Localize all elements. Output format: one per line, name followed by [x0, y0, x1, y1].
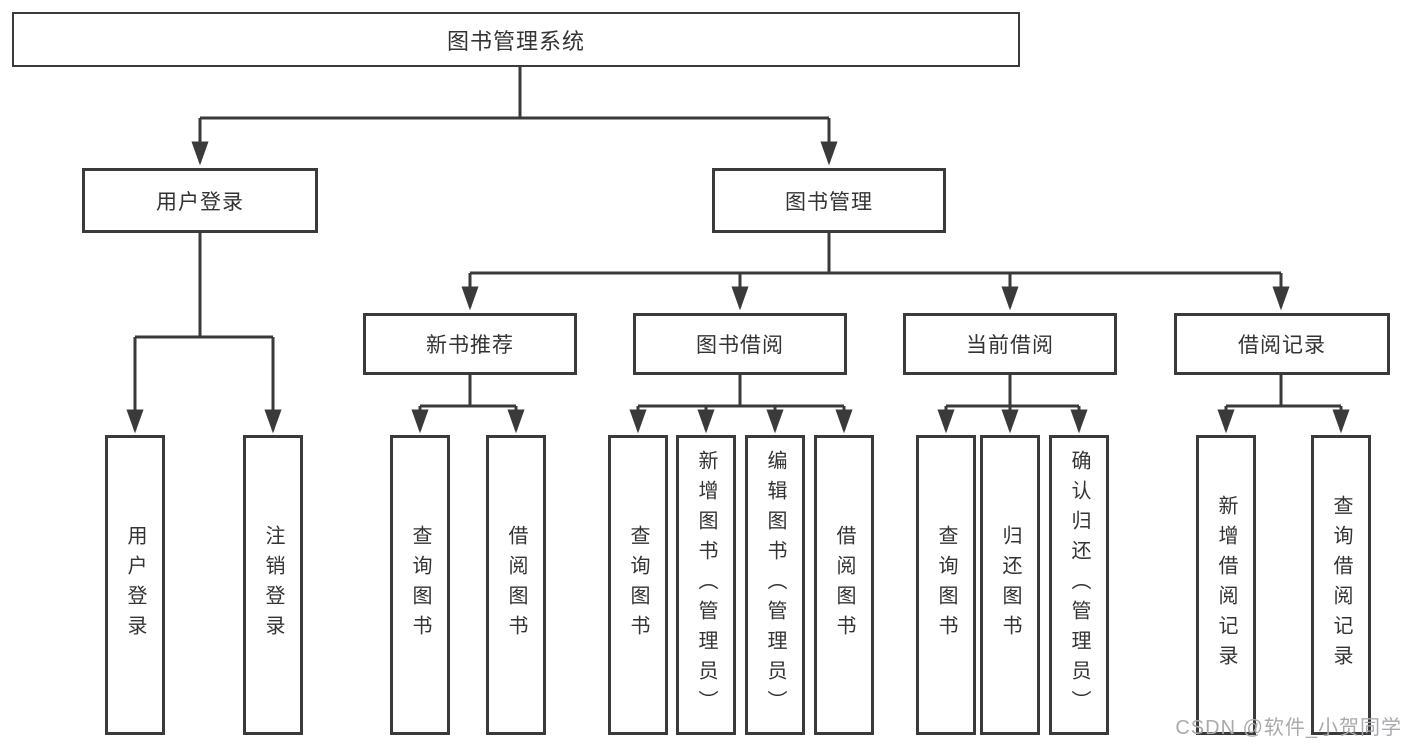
node-label: 新增借阅记录	[1215, 495, 1237, 675]
node-label: 用户登录	[124, 525, 146, 645]
node-borrowing-records: 借阅记录	[1174, 313, 1390, 375]
node-borrow-books-recommend: 借阅图书	[486, 435, 546, 735]
node-book-borrowing: 图书借阅	[633, 313, 847, 375]
node-label: 归还图书	[999, 525, 1021, 645]
node-label: 新增图书（管理员）	[695, 450, 717, 720]
node-label: 图书管理	[785, 190, 873, 214]
node-label: 图书借阅	[696, 334, 784, 357]
node-label: 借阅图书	[833, 525, 855, 645]
node-query-borrow-record: 查询借阅记录	[1311, 435, 1371, 735]
connector-group	[126, 67, 1350, 434]
node-label: 查询图书	[627, 525, 649, 645]
node-logout-leaf: 注销登录	[243, 435, 303, 735]
node-confirm-return-admin: 确认归还（管理员）	[1049, 435, 1109, 735]
node-label: 用户登录	[156, 190, 244, 214]
node-add-borrow-record: 新增借阅记录	[1196, 435, 1256, 735]
node-label: 查询借阅记录	[1330, 495, 1352, 675]
node-return-books: 归还图书	[980, 435, 1040, 735]
node-label: 借阅记录	[1238, 334, 1326, 357]
node-new-book-recommendation: 新书推荐	[363, 313, 577, 375]
node-book-management: 图书管理	[712, 168, 946, 233]
node-user-login: 用户登录	[82, 168, 318, 233]
node-label: 新书推荐	[426, 334, 514, 357]
node-label: 注销登录	[262, 525, 284, 645]
node-query-books-current: 查询图书	[916, 435, 976, 735]
node-label: 借阅图书	[505, 525, 527, 645]
node-label: 当前借阅	[966, 334, 1054, 357]
node-query-books-recommend: 查询图书	[390, 435, 450, 735]
node-query-books-borrowing: 查询图书	[608, 435, 668, 735]
node-label: 确认归还（管理员）	[1068, 450, 1090, 720]
node-label: 查询图书	[935, 525, 957, 645]
node-label: 图书管理系统	[446, 28, 585, 54]
node-book-management-system: 图书管理系统	[12, 12, 1020, 67]
node-borrow-books-borrowing: 借阅图书	[814, 435, 874, 735]
csdn-watermark: CSDN @软件_小贺同学	[1175, 717, 1402, 739]
node-edit-books-admin: 编辑图书（管理员）	[745, 435, 805, 735]
node-user-login-leaf: 用户登录	[105, 435, 165, 735]
node-add-books-admin: 新增图书（管理员）	[676, 435, 736, 735]
node-label: 编辑图书（管理员）	[764, 450, 786, 720]
node-label: 查询图书	[409, 525, 431, 645]
node-current-borrowing: 当前借阅	[903, 313, 1117, 375]
